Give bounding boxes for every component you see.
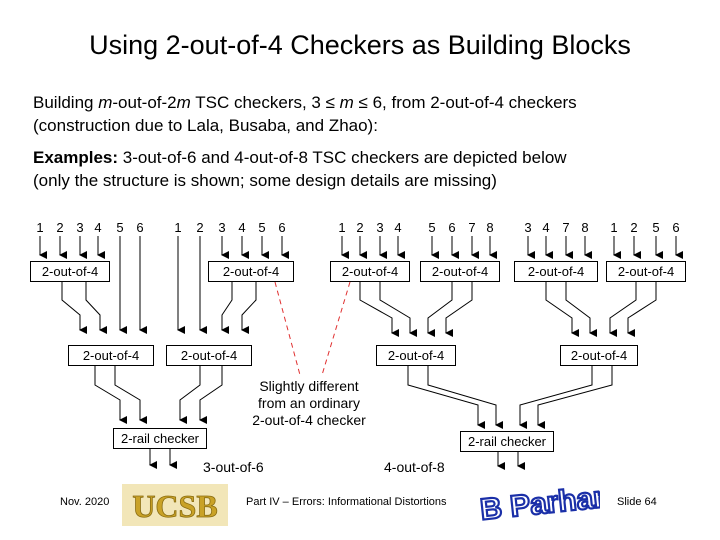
note-line: 2-out-of-4 checker	[252, 412, 366, 428]
checker-box-r1a: 2-out-of-4	[330, 261, 410, 282]
input-label: 4	[94, 220, 102, 235]
input-label: 6	[136, 220, 144, 235]
input-label: 5	[428, 220, 436, 235]
input-label: 3	[524, 220, 532, 235]
ucsb-logo-icon: UCSB	[122, 484, 228, 526]
note-line: Slightly different	[259, 378, 359, 394]
input-label: 1	[36, 220, 44, 235]
input-label: 2	[356, 220, 364, 235]
rail-checker-left: 2-rail checker	[113, 428, 207, 449]
input-label: 5	[652, 220, 660, 235]
checker-box-l2a: 2-out-of-4	[68, 345, 154, 366]
rail-checker-right: 2-rail checker	[460, 431, 554, 452]
checker-box-r2a: 2-out-of-4	[376, 345, 456, 366]
input-label: 4	[542, 220, 550, 235]
examples-line-1: Examples: 3-out-of-6 and 4-out-of-8 TSC …	[33, 148, 567, 167]
note-line: from an ordinary	[258, 395, 360, 411]
input-label: 6	[278, 220, 286, 235]
annotation-note: Slightly different from an ordinary 2-ou…	[236, 378, 382, 429]
checker-box-r1d: 2-out-of-4	[606, 261, 686, 282]
author-signature-logo-icon: B Parhami	[478, 480, 600, 528]
checker-box-r2b: 2-out-of-4	[560, 345, 638, 366]
input-label: 6	[672, 220, 680, 235]
input-label: 2	[196, 220, 204, 235]
svg-text:UCSB: UCSB	[132, 488, 217, 524]
input-label: 7	[468, 220, 476, 235]
input-label: 7	[562, 220, 570, 235]
checker-box-l1b: 2-out-of-4	[208, 261, 294, 282]
input-label: 3	[76, 220, 84, 235]
input-label: 4	[238, 220, 246, 235]
footer-date: Nov. 2020	[60, 496, 110, 508]
examples-paragraph: Examples: 3-out-of-6 and 4-out-of-8 TSC …	[33, 146, 567, 192]
footer-center-text: Part IV – Errors: Informational Distorti…	[246, 496, 447, 508]
svg-text:B Parhami: B Parhami	[479, 480, 600, 527]
input-label: 3	[376, 220, 384, 235]
output-label-4-of-8: 4-out-of-8	[384, 459, 445, 475]
intro-line-2: (construction due to Lala, Busaba, and Z…	[33, 116, 378, 135]
intro-line-1: Building m-out-of-2m TSC checkers, 3 ≤ m…	[33, 93, 577, 112]
annotation-dashed-lines	[274, 281, 351, 376]
checker-box-r1b: 2-out-of-4	[420, 261, 500, 282]
checker-box-l2b: 2-out-of-4	[166, 345, 252, 366]
input-label: 5	[116, 220, 124, 235]
examples-line-2: (only the structure is shown; some desig…	[33, 171, 497, 190]
input-label: 3	[218, 220, 226, 235]
input-label: 4	[394, 220, 402, 235]
input-label: 1	[338, 220, 346, 235]
input-label: 5	[258, 220, 266, 235]
slide-title: Using 2-out-of-4 Checkers as Building Bl…	[89, 30, 631, 60]
input-label: 6	[448, 220, 456, 235]
checker-box-r1c: 2-out-of-4	[514, 261, 598, 282]
footer-slide-number: Slide 64	[617, 496, 657, 508]
input-label: 2	[56, 220, 64, 235]
intro-paragraph: Building m-out-of-2m TSC checkers, 3 ≤ m…	[33, 91, 577, 137]
input-label: 1	[174, 220, 182, 235]
checker-box-l1a: 2-out-of-4	[30, 261, 110, 282]
input-label: 8	[581, 220, 589, 235]
input-label: 8	[486, 220, 494, 235]
output-label-3-of-6: 3-out-of-6	[203, 459, 264, 475]
input-label: 1	[610, 220, 618, 235]
input-label: 2	[630, 220, 638, 235]
